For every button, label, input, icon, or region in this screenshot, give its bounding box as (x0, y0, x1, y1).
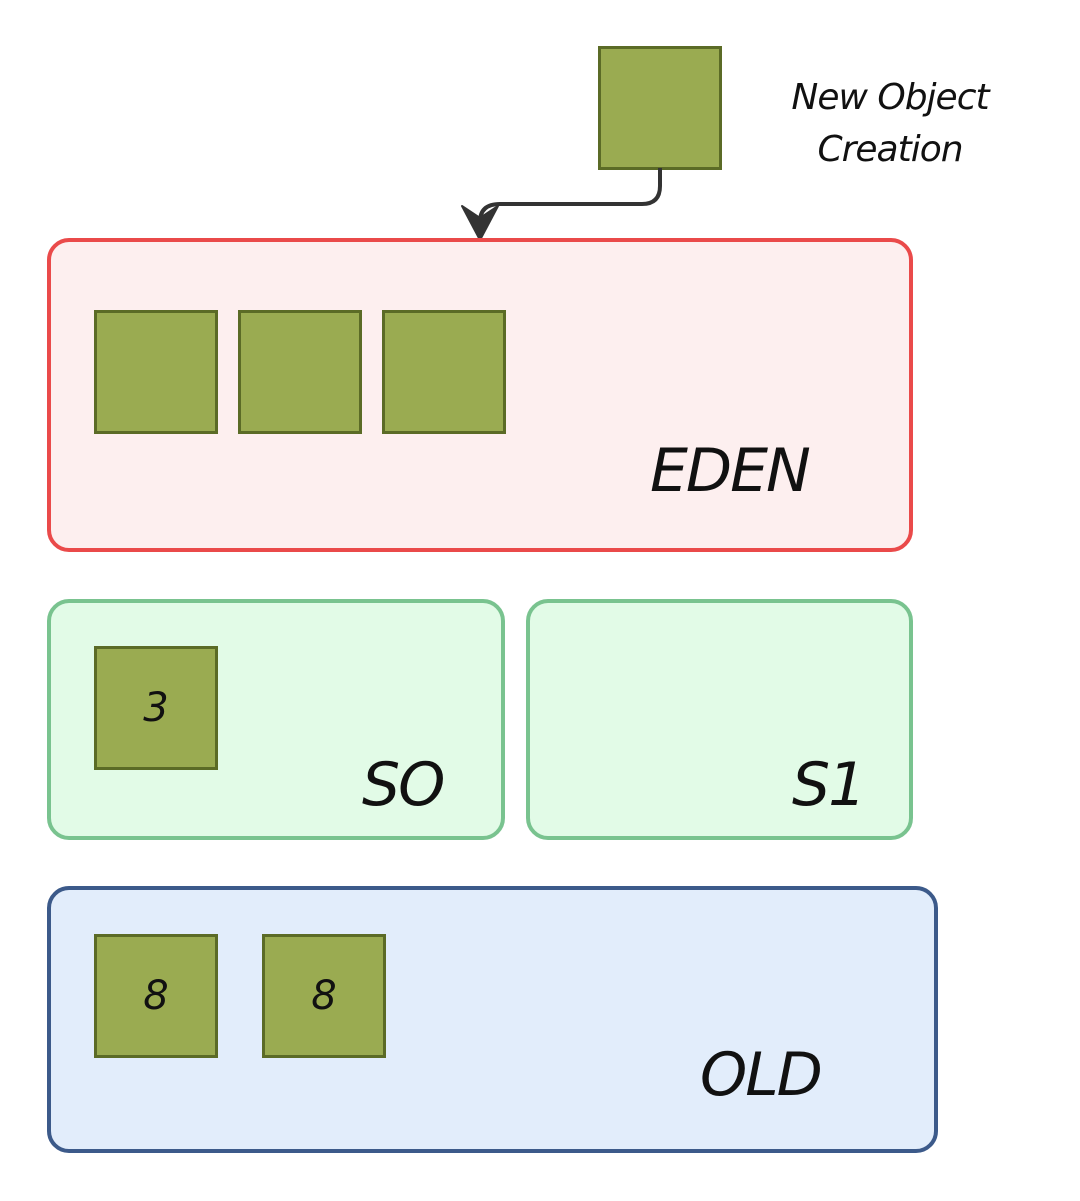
s0-label: SO (362, 750, 445, 820)
old-object-2: 8 (262, 934, 386, 1058)
old-object-1: 8 (94, 934, 218, 1058)
eden-object-2 (238, 310, 362, 434)
eden-label: EDEN (650, 436, 811, 506)
new-object-caption: New Object Creation (770, 72, 1010, 176)
caption-line-1: New Object (791, 77, 989, 118)
s1-label: S1 (792, 750, 866, 820)
caption-line-2: Creation (817, 129, 963, 170)
s0-object-1: 3 (94, 646, 218, 770)
s1-region (526, 599, 913, 840)
new-object-box (598, 46, 722, 170)
old-label: OLD (700, 1040, 823, 1110)
arrow-head-icon (461, 205, 499, 241)
eden-object-1 (94, 310, 218, 434)
eden-object-3 (382, 310, 506, 434)
arrow-line (478, 168, 662, 236)
